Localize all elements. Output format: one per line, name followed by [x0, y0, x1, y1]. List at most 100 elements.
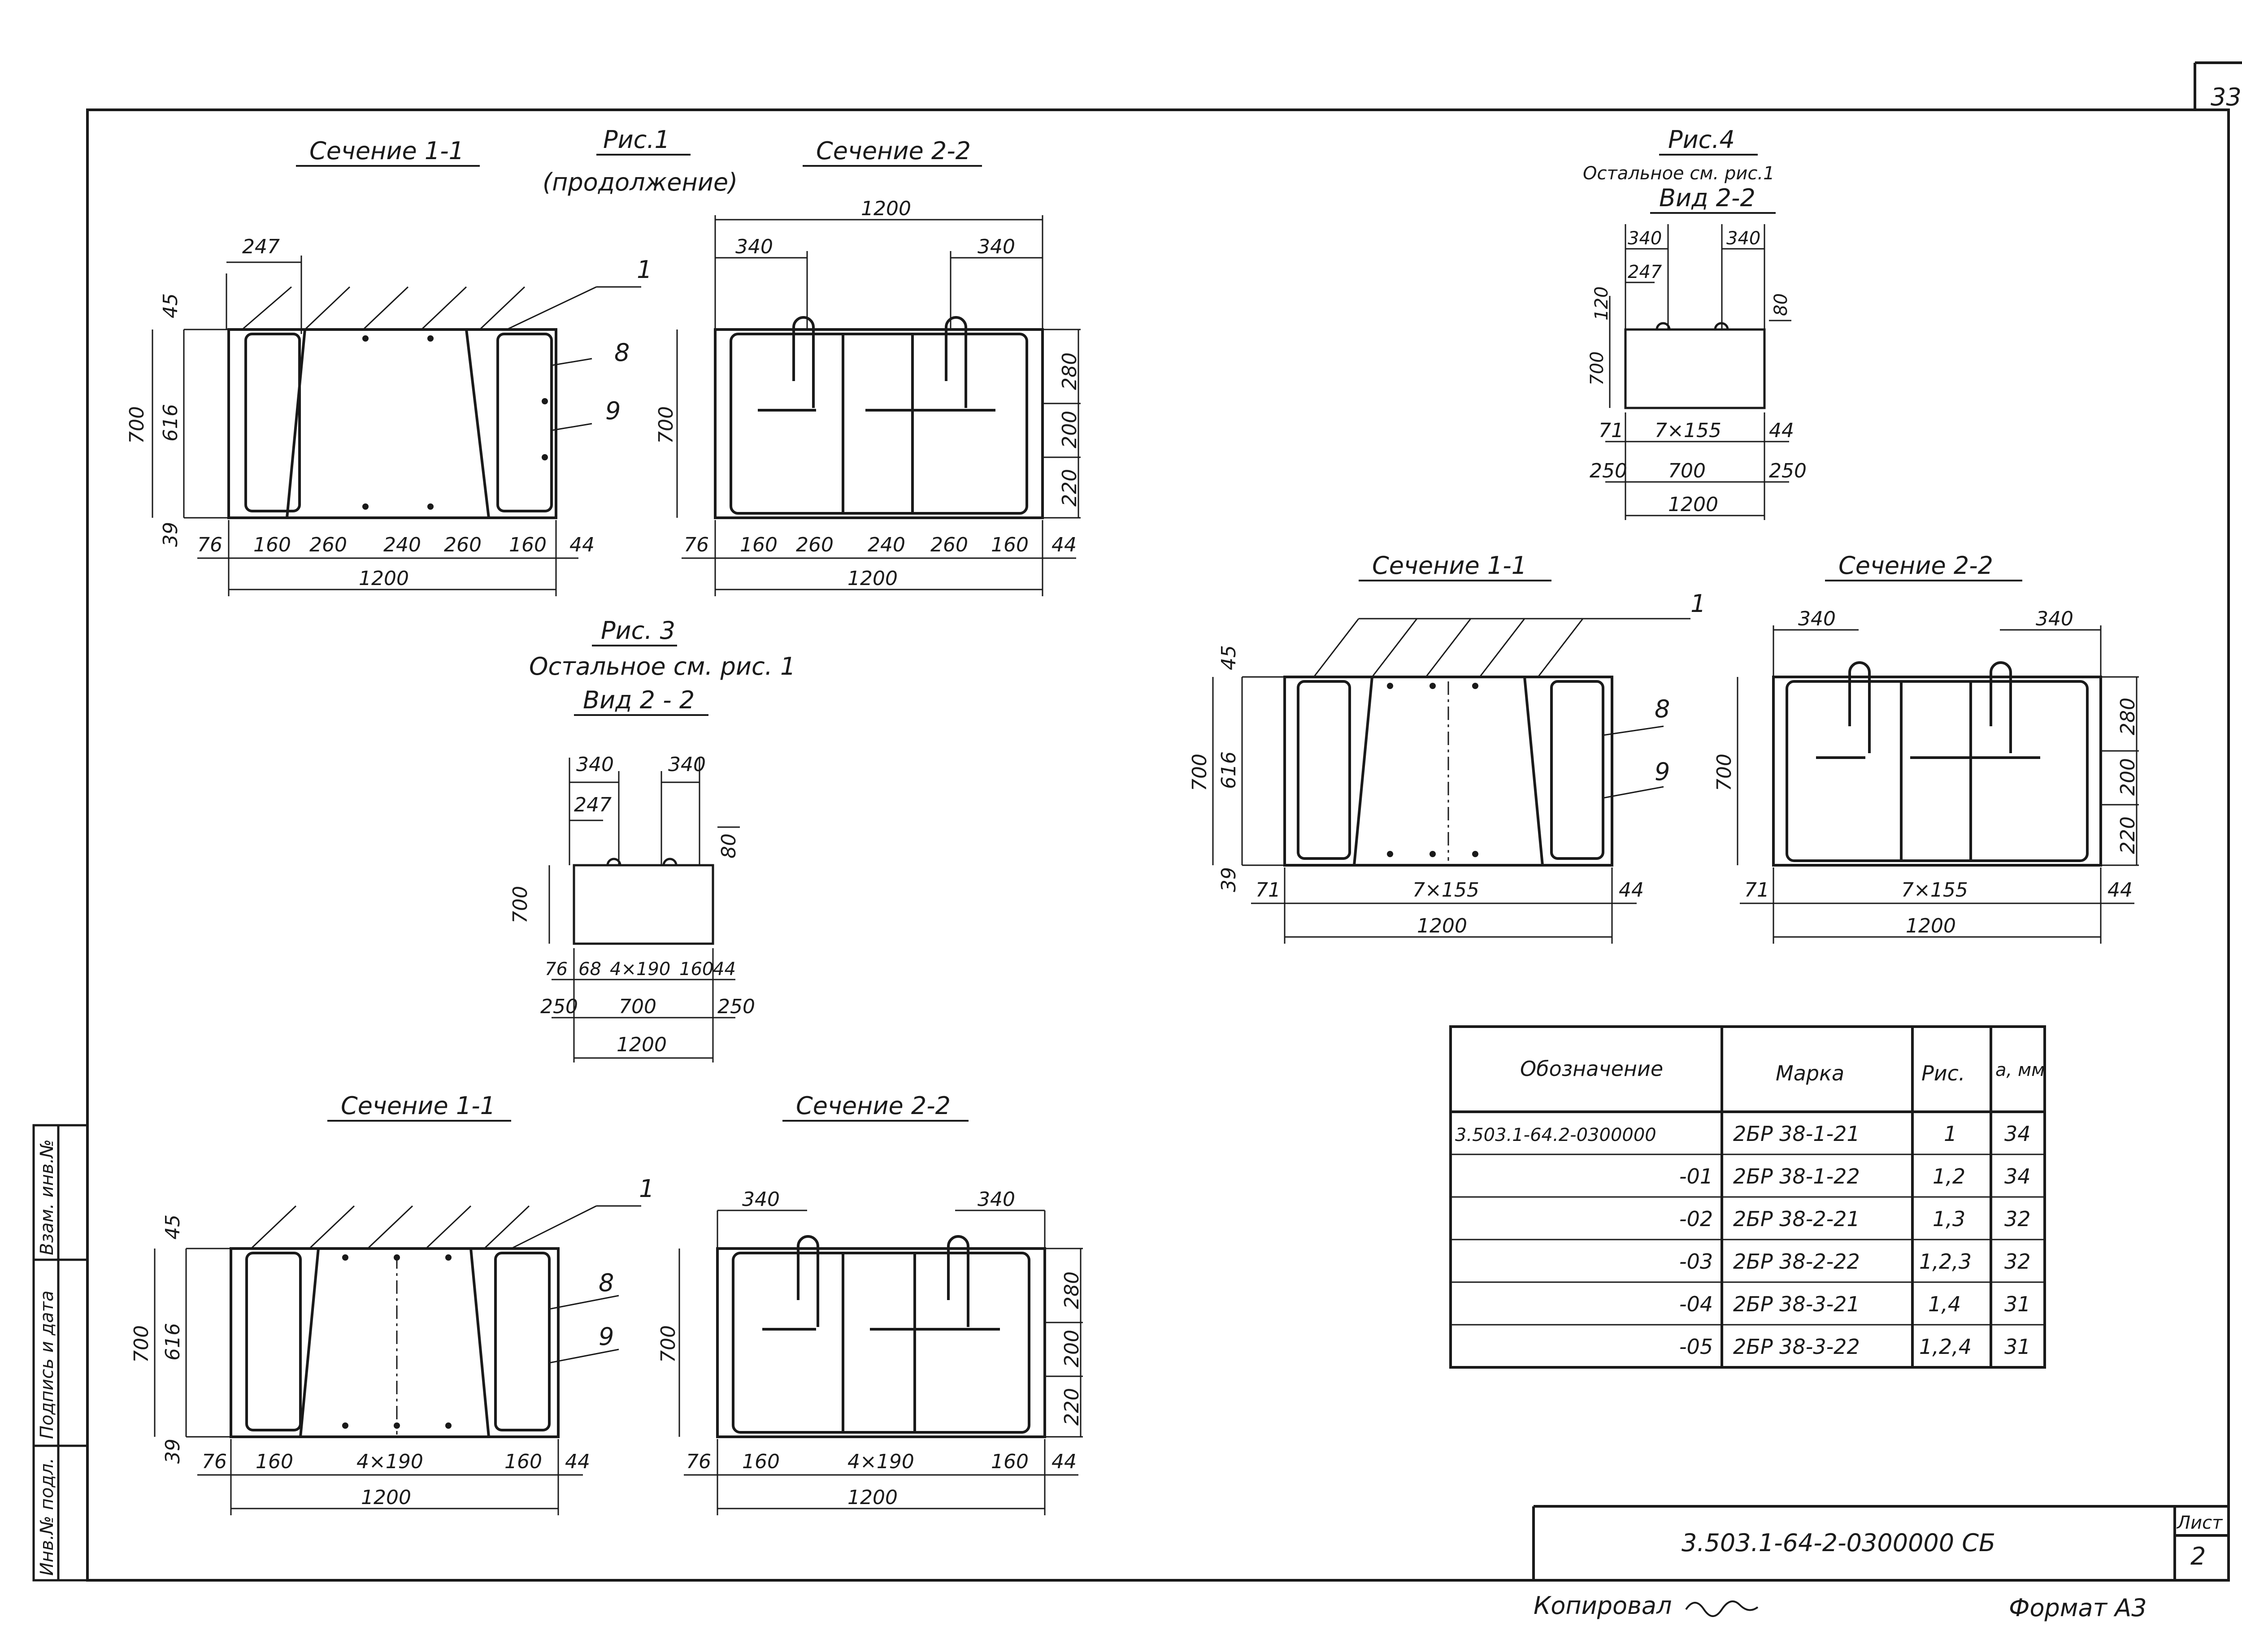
fig3-title: Рис. 3	[601, 616, 675, 645]
sheet-label: Лист	[2176, 1513, 2223, 1533]
table-r2-c0: -02	[1679, 1207, 1713, 1231]
table-r4-c0: -04	[1679, 1292, 1713, 1316]
fig1-22-b2: 260	[796, 533, 834, 556]
table-r2-c1: 2БР 38-2-21	[1733, 1207, 1860, 1231]
fig3: Рис. 3 Остальное см. рис. 1 Вид 2 - 2 3	[509, 616, 795, 1062]
fig1-d700: 700	[126, 406, 148, 444]
fig4-d340a: 340	[1628, 228, 1662, 249]
fig1-s22-title: Сечение 2-2	[816, 137, 971, 165]
fig4-c1: 700	[1668, 460, 1706, 482]
fig1-d1200: 1200	[359, 567, 409, 590]
fig4-22-d340a: 340	[1798, 607, 1836, 630]
fig2-22-d340b: 340	[978, 1188, 1015, 1211]
fig4-11-b2: 44	[1619, 879, 1644, 902]
title-block	[1532, 1505, 2229, 1580]
fig4-section-2-2: Сечение 2-2 340 340	[1713, 551, 2139, 944]
fig1-b6: 44	[569, 533, 595, 556]
fig1-m9: 9	[605, 397, 621, 425]
fig4-d247: 247	[1628, 262, 1662, 282]
fig1-b4: 260	[444, 533, 482, 556]
drawing-code: 3.503.1-64-2-0300000 СБ	[1682, 1529, 1995, 1557]
fig4-d700: 700	[1587, 351, 1608, 386]
fig3-view: Вид 2 - 2	[583, 686, 695, 714]
fig2-22-r2: 220	[1060, 1388, 1083, 1426]
fig2-m8: 8	[599, 1269, 614, 1297]
sheet-value: 2	[2190, 1542, 2206, 1570]
fig4-b1: 7×155	[1655, 419, 1721, 442]
fig1-section-1-1: Сечение 1-1	[126, 137, 652, 596]
fig2-d700: 700	[130, 1325, 153, 1363]
side-strip	[32, 1124, 89, 1582]
fig1-22-d340b: 340	[978, 235, 1015, 258]
fig1-b5: 160	[509, 533, 547, 556]
fig1-m8: 8	[614, 338, 630, 367]
fig2-22-r1: 200	[1060, 1330, 1083, 1367]
fig1-d45: 45	[159, 293, 182, 318]
fig1-22-b4: 260	[930, 533, 968, 556]
fig2-22-d700: 700	[657, 1325, 680, 1363]
fig4-22-r1: 200	[2116, 758, 2139, 796]
fig1-title: Рис.1	[603, 126, 670, 154]
fig2-22-d1200: 1200	[847, 1486, 898, 1509]
fig1-22-d1200: 1200	[847, 567, 898, 590]
table-r0-c3: 34	[2004, 1122, 2031, 1146]
fig1-22-r2: 220	[1058, 469, 1081, 507]
table-header-designation: Обозначение	[1520, 1057, 1663, 1081]
fig1-m1: 1	[637, 256, 652, 284]
fig4-note: Остальное см. рис.1	[1583, 163, 1775, 184]
fig2-22-b2: 4×190	[847, 1450, 914, 1473]
fig3-b0: 76	[545, 959, 568, 980]
fig4-11-d1200: 1200	[1417, 915, 1467, 937]
fig4-11-d45: 45	[1217, 645, 1240, 670]
fig1-b2: 260	[309, 533, 347, 556]
fig2-section-2-2: Сечение 2-2 340 340	[657, 1092, 1083, 1515]
fig4-11-m1: 1	[1690, 590, 1706, 618]
fig4-22-r0: 280	[2116, 698, 2139, 735]
fig3-c0: 250	[540, 995, 578, 1018]
fig2-b0: 76	[202, 1450, 227, 1473]
fig4-11-m9: 9	[1655, 758, 1670, 786]
table-header-mark: Марка	[1776, 1061, 1844, 1085]
fig3-b2: 4×190	[610, 959, 670, 980]
fig1-d616: 616	[159, 404, 182, 442]
format-label: Формат А3	[2009, 1594, 2147, 1622]
fig1-subtitle: (продолжение)	[543, 168, 738, 196]
fig2-22-b1: 160	[742, 1450, 780, 1473]
fig1-section-2-2: Сечение 2-2	[655, 137, 1081, 596]
table-r1-c1: 2БР 38-1-22	[1733, 1164, 1860, 1188]
marks-table: Обозначение Марка Рис. а, мм 3.503.1-64.…	[1449, 1025, 2046, 1369]
fig4-11-m8: 8	[1655, 695, 1670, 723]
fig2-22-d340a: 340	[742, 1188, 780, 1211]
fig2-b4: 44	[565, 1450, 590, 1473]
fig4-b2: 44	[1769, 419, 1794, 442]
sheet-frame	[86, 61, 2242, 1582]
fig2-section-1-1: Сечение 1-1	[130, 1092, 654, 1515]
fig1-d39: 39	[159, 522, 182, 547]
side-label-sign: Подпись и дата	[37, 1291, 57, 1439]
table-r3-c0: -03	[1679, 1249, 1713, 1274]
fig2-22-b4: 44	[1051, 1450, 1077, 1473]
fig4-s11-title: Сечение 1-1	[1372, 551, 1527, 580]
side-label-inv: Инв.№ подл.	[37, 1458, 57, 1576]
fig3-d247: 247	[574, 793, 612, 816]
table-r3-c1: 2БР 38-2-22	[1733, 1249, 1860, 1274]
fig4-view: Рис.4 Остальное см. рис.1 Вид 2-2 340	[1583, 126, 1807, 520]
fig2-b2: 4×190	[356, 1450, 423, 1473]
fig2-m9: 9	[599, 1322, 614, 1351]
fig1-b1: 160	[253, 533, 291, 556]
fig3-b1: 68	[578, 959, 601, 980]
table-r3-c2: 1,2,3	[1919, 1249, 1972, 1274]
table-r0-c1: 2БР 38-1-21	[1733, 1122, 1860, 1146]
fig2-s22-title: Сечение 2-2	[796, 1092, 951, 1120]
side-label-replace: Взам. инв.№	[37, 1139, 57, 1255]
fig3-d340a: 340	[576, 753, 614, 776]
fig1-22-d700: 700	[655, 406, 678, 444]
fig1-22-r1: 200	[1058, 411, 1081, 448]
fig1-d247: 247	[242, 235, 280, 258]
fig3-d1200: 1200	[617, 1033, 667, 1056]
sheet-number: 33	[2211, 83, 2242, 111]
table-r5-c2: 1,2,4	[1919, 1335, 1972, 1359]
fig3-c1: 700	[619, 995, 656, 1018]
fig2-b3: 160	[504, 1450, 542, 1473]
fig4-22-d1200: 1200	[1906, 915, 1956, 937]
